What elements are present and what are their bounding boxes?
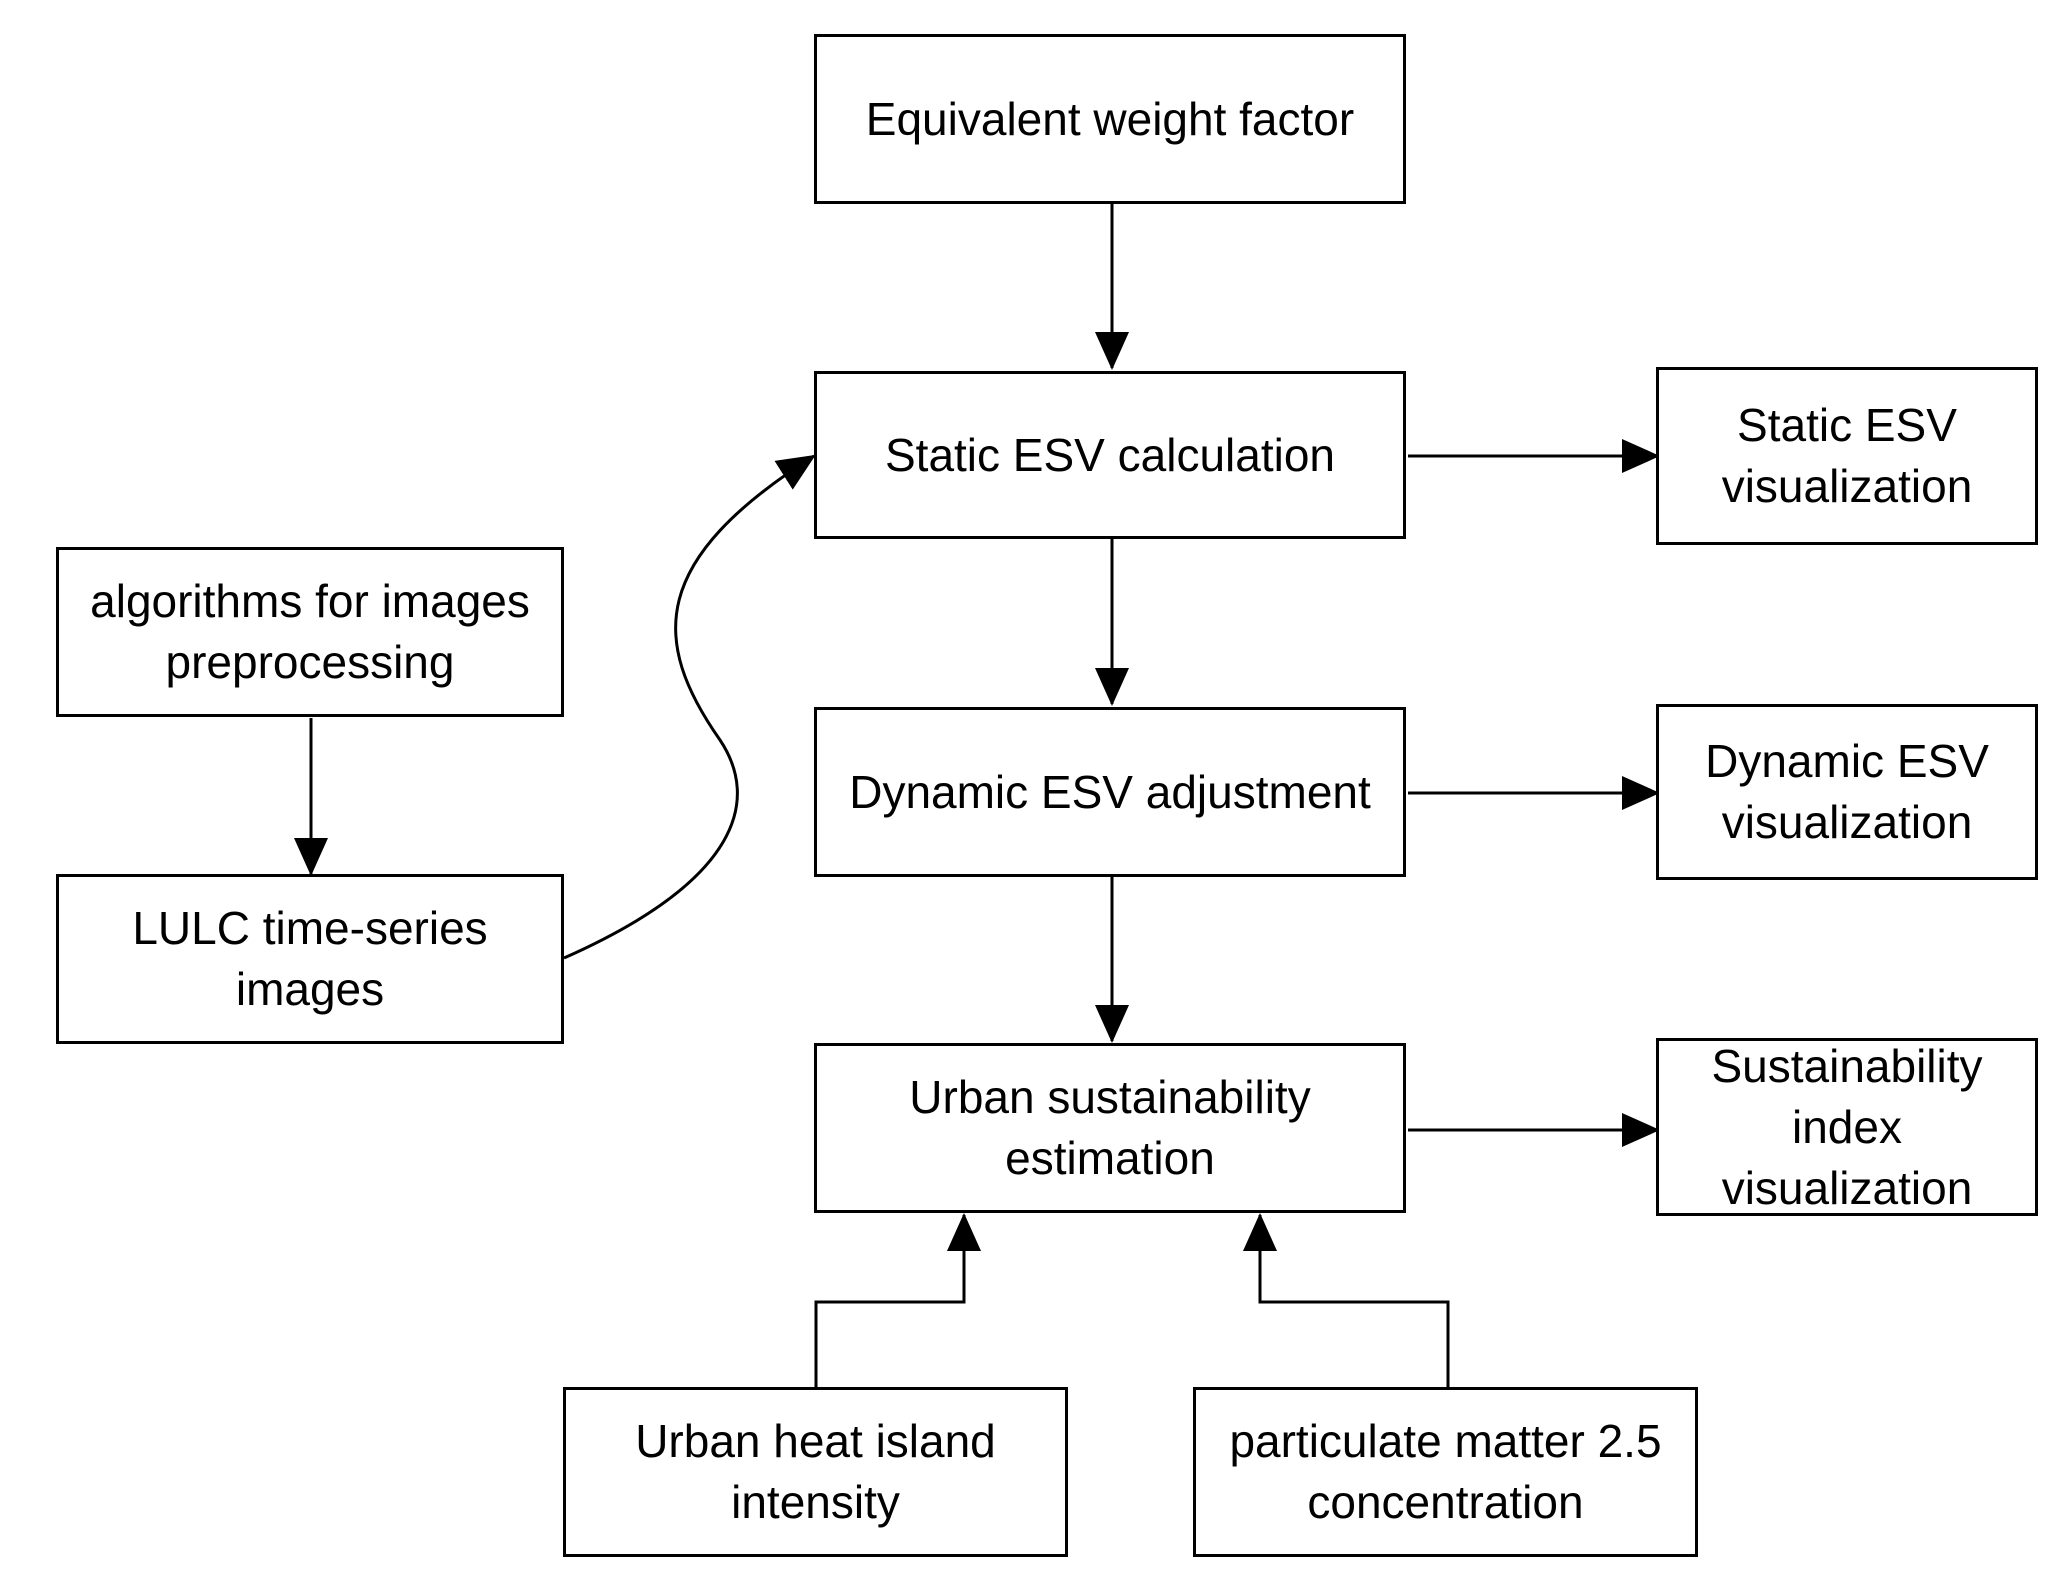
node-dynamic-esv-visualization: Dynamic ESV visualization bbox=[1656, 704, 2038, 880]
node-equivalent-weight-factor: Equivalent weight factor bbox=[814, 34, 1406, 204]
node-static-esv-calculation: Static ESV calculation bbox=[814, 371, 1406, 539]
edge-heat-to-urban-est bbox=[814, 1213, 981, 1387]
edge-lulc-to-static-calc bbox=[563, 454, 816, 960]
node-urban-heat-island-intensity: Urban heat island intensity bbox=[563, 1387, 1068, 1557]
node-dynamic-esv-adjustment: Dynamic ESV adjustment bbox=[814, 707, 1406, 877]
node-urban-sustainability-estimation: Urban sustainability estimation bbox=[814, 1043, 1406, 1213]
node-algorithms-preprocessing: algorithms for images preprocessing bbox=[56, 547, 564, 717]
edge-pm25-to-urban-est bbox=[1243, 1213, 1450, 1387]
node-particulate-matter-concentration: particulate matter 2.5 concentration bbox=[1193, 1387, 1698, 1557]
node-static-esv-visualization: Static ESV visualization bbox=[1656, 367, 2038, 545]
node-lulc-time-series-images: LULC time-series images bbox=[56, 874, 564, 1044]
node-sustainability-index-visualization: Sustainability index visualization bbox=[1656, 1038, 2038, 1216]
